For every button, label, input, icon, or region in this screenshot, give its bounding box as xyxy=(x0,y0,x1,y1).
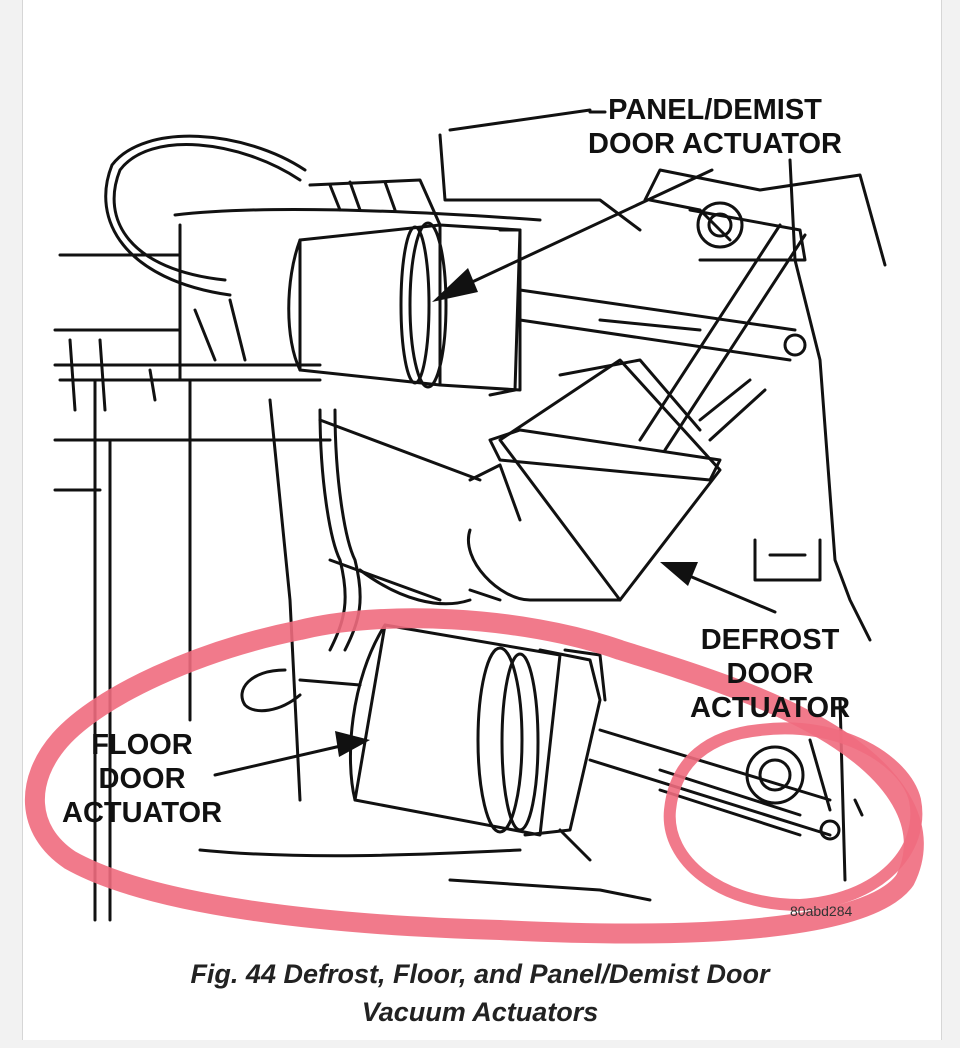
panel-demist-actuator xyxy=(287,178,807,397)
arrowhead-floor xyxy=(335,731,370,757)
housing-outline xyxy=(53,253,182,332)
arrow-defrost-line xyxy=(678,570,777,614)
label-defrost: DEFROST DOOR ACTUATOR xyxy=(690,624,851,724)
figure-caption: Fig. 44 Defrost, Floor, and Panel/Demist… xyxy=(190,959,770,1027)
label-panel-demist: PANEL/DEMIST DOOR ACTUATOR xyxy=(588,94,843,160)
arrow-panel-demist-line xyxy=(453,168,714,292)
arrow-floor-line xyxy=(213,743,347,777)
arrowhead-panel-demist xyxy=(432,268,478,302)
large-highlight-loop xyxy=(24,608,924,944)
figure-code: 80abd284 xyxy=(790,903,853,919)
label-floor: FLOOR DOOR ACTUATOR xyxy=(62,729,223,829)
floor-actuator xyxy=(240,623,832,862)
vacuum-hose xyxy=(112,143,302,282)
defrost-actuator xyxy=(466,358,767,602)
floor-pivot-nut xyxy=(745,738,864,841)
arrowhead-defrost xyxy=(660,562,698,586)
small-highlight-loop xyxy=(663,722,923,911)
red-highlight xyxy=(24,608,924,944)
page-frame xyxy=(22,0,942,1040)
